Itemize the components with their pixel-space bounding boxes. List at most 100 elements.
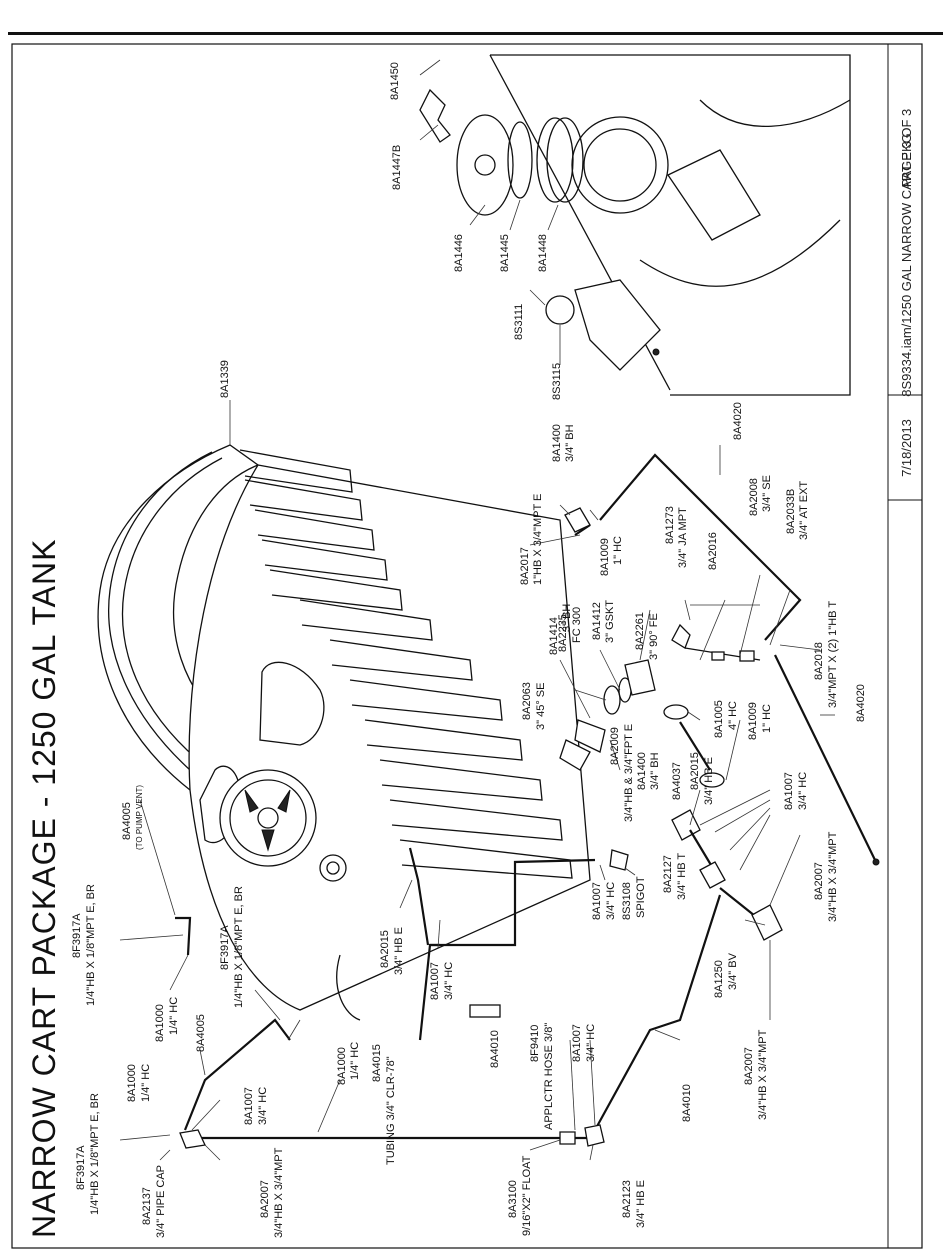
callout-8A2015-tank-desc: 3/4" HB E — [393, 927, 405, 975]
callout-8A2007-bottom-desc: 3/4"HB X 3/4"MPT — [757, 1029, 769, 1120]
callout-8A2016: 8A2016 — [707, 532, 719, 570]
title-block: PAGE 3 OF 3 8S9334.iam/1250 GAL NARROW C… — [887, 44, 922, 1248]
callout-8A2018: 8A2018 — [813, 642, 825, 680]
callout-8A2063: 8A2063 — [521, 682, 533, 720]
callout-8A4010-lower: 8A4010 — [681, 1084, 693, 1122]
drawing-date: 7/18/2013 — [899, 419, 914, 477]
callout-8A1273-desc: 3/4" JA MPT — [677, 507, 689, 568]
callout-8A1412-desc: 3" GSKT — [604, 600, 616, 643]
callout-8F3917A-bottom: 8F3917A — [75, 1145, 87, 1190]
callout-8A4005-vent: 8A4005 — [121, 802, 133, 840]
callout-8A2123-desc: 3/4" HB E — [635, 1180, 647, 1228]
callout-8A1007-tank-desc: 3/4" HC — [443, 962, 455, 1000]
callout-8A2008: 8A2008 — [748, 478, 760, 516]
plumbing-line-icon — [175, 453, 880, 1149]
callout-8A4005-lower: 8A4005 — [195, 1014, 207, 1052]
callout-8A4037: 8A4037 — [671, 762, 683, 800]
callout-8F3917A-mid-desc: 1/4"HB X 1/8"MPT E, BR — [233, 886, 245, 1008]
callout-8A1445: 8A1445 — [499, 234, 511, 272]
leader-lines — [119, 59, 835, 1161]
top-rule — [8, 32, 943, 35]
tank-icon — [97, 444, 591, 1021]
page-number: PAGE 3 OF 3 — [899, 109, 914, 188]
file-name: 8S9334.iam/1250 GAL NARROW CART PKG — [899, 133, 914, 396]
callout-8A4020-lower: 8A4020 — [855, 684, 867, 722]
callout-8S3108: 8S3108 — [621, 882, 633, 920]
callout-8A1007-float-desc: 3/4" HC — [585, 1024, 597, 1062]
callout-8A1007-cluster: 8A1007 — [783, 772, 795, 810]
callout-8F3917A-top-desc: 1/4"HB X 1/8"MPT E, BR — [85, 884, 97, 1006]
page-title: NARROW CART PACKAGE - 1250 GAL TANK — [26, 539, 62, 1238]
callout-8A2017-desc: 1"HB X 3/4"MPT E — [532, 494, 544, 585]
callout-8A1273: 8A1273 — [664, 506, 676, 544]
callout-8A2008-desc: 3/4" SE — [761, 475, 773, 512]
callout-8A2007-left: 8A2007 — [259, 1180, 271, 1218]
callout-8A2033B-desc: 3/4" AT EXT — [798, 481, 810, 540]
callout-8A4015: 8A4015 — [371, 1044, 383, 1082]
callout-8A2015-tank: 8A2015 — [379, 930, 391, 968]
callout-8A1009-upper-desc: 1" HC — [612, 536, 624, 565]
callout-8A2235: 8A2235 — [557, 614, 569, 652]
callout-8A2033B: 8A2033B — [785, 489, 797, 534]
callout-8A2007-left-desc: 3/4"HB X 3/4"MPT — [273, 1147, 285, 1238]
callout-8S3108-desc: SPIGOT — [635, 876, 647, 918]
callout-8A2137-desc: 3/4" PIPE CAP — [155, 1165, 167, 1238]
callout-8A1009-lower-desc: 1" HC — [761, 704, 773, 733]
callout-8A1000-mid: 8A1000 — [336, 1047, 348, 1085]
callout-8A1007-spigot-desc: 3/4" HC — [605, 882, 617, 920]
callout-8A1448: 8A1448 — [537, 234, 549, 272]
sheet-border — [11, 43, 923, 1249]
callout-8A1250-desc: 3/4" BV — [727, 952, 739, 990]
callout-8A1007-tank: 8A1007 — [429, 962, 441, 1000]
callout-8F3917A-mid: 8F3917A — [219, 925, 231, 970]
callout-8A2017: 8A2017 — [519, 547, 531, 585]
callout-8A1007-float: 8A1007 — [571, 1024, 583, 1062]
callout-8A2261-desc: 3" 90° FE — [648, 613, 660, 660]
callout-8A2137: 8A2137 — [141, 1187, 153, 1225]
callout-8A2015-right: 8A2015 — [689, 752, 701, 790]
callout-8S3115: 8S3115 — [551, 363, 563, 400]
callout-8A1009-upper: 8A1009 — [599, 538, 611, 576]
lid-assembly-detail-icon — [419, 54, 851, 396]
callout-8A3100-desc: 9/16"X2" FLOAT — [521, 1155, 533, 1236]
callout-8A1250: 8A1250 — [713, 960, 725, 998]
callout-8A2007-right: 8A2007 — [813, 862, 825, 900]
callout-8A2127-desc: 3/4" HB T — [676, 853, 688, 900]
callout-8A1007-spigot: 8A1007 — [591, 882, 603, 920]
callout-8A1447B: 8A1447B — [391, 145, 403, 190]
callout-8A2123: 8A2123 — [621, 1180, 633, 1218]
callout-8S3111: 8S3111 — [513, 304, 525, 340]
callout-8A1446: 8A1446 — [453, 234, 465, 272]
callout-8A2009-desc: 3/4"HB & 3/4"FPT E — [623, 724, 635, 822]
callout-8A1339: 8A1339 — [219, 360, 231, 398]
callout-8A1400-lower-desc: 3/4" BH — [649, 752, 661, 790]
callout-8A4015-desc: TUBING 3/4" CLR-78" — [385, 1056, 397, 1165]
callout-8F9410-desc: APPLCTR HOSE 3/8" — [543, 1023, 555, 1130]
callout-8A4010-center: 8A4010 — [489, 1030, 501, 1068]
callout-8A1414-desc: 3" BH — [561, 604, 573, 632]
callout-8A1007-left: 8A1007 — [243, 1087, 255, 1125]
callout-8A1450: 8A1450 — [389, 62, 401, 100]
callout-8A1007-cluster-desc: 3/4" HC — [797, 772, 809, 810]
callout-8F3917A-top: 8F3917A — [71, 913, 83, 958]
callout-8A2018-desc: 3/4"MPT X (2) 1"HB T — [827, 601, 839, 708]
callout-8A2015-right-desc: 3/4" HB E — [703, 757, 715, 805]
callout-8A1000-bottom-desc: 1/4" HC — [140, 1064, 152, 1102]
callout-8A2009: 8A2009 — [609, 727, 621, 765]
callout-8A3100: 8A3100 — [507, 1180, 519, 1218]
callout-8A1007-left-desc: 3/4" HC — [257, 1087, 269, 1125]
callout-8A1000-bottom: 8A1000 — [126, 1064, 138, 1102]
callout-8A1400-upper: 8A1400 — [551, 424, 563, 462]
callout-8A1412: 8A1412 — [591, 602, 603, 640]
callout-8F3917A-bottom-desc: 1/4"HB X 1/8"MPT E, BR — [89, 1093, 101, 1215]
callout-8A4020-upper: 8A4020 — [732, 402, 744, 440]
callout-8A1009-lower: 8A1009 — [747, 702, 759, 740]
callout-8A2007-right-desc: 3/4"HB X 3/4"MPT — [827, 831, 839, 922]
callout-8A1000-mid-desc: 1/4" HC — [349, 1042, 361, 1080]
callout-8A2261: 8A2261 — [634, 612, 646, 650]
callout-8A1000-top-desc: 1/4" HC — [168, 997, 180, 1035]
callout-8A2007-bottom: 8A2007 — [743, 1047, 755, 1085]
callout-8A1400-lower: 8A1400 — [636, 752, 648, 790]
callout-8A1414: 8A1414 — [548, 617, 560, 655]
